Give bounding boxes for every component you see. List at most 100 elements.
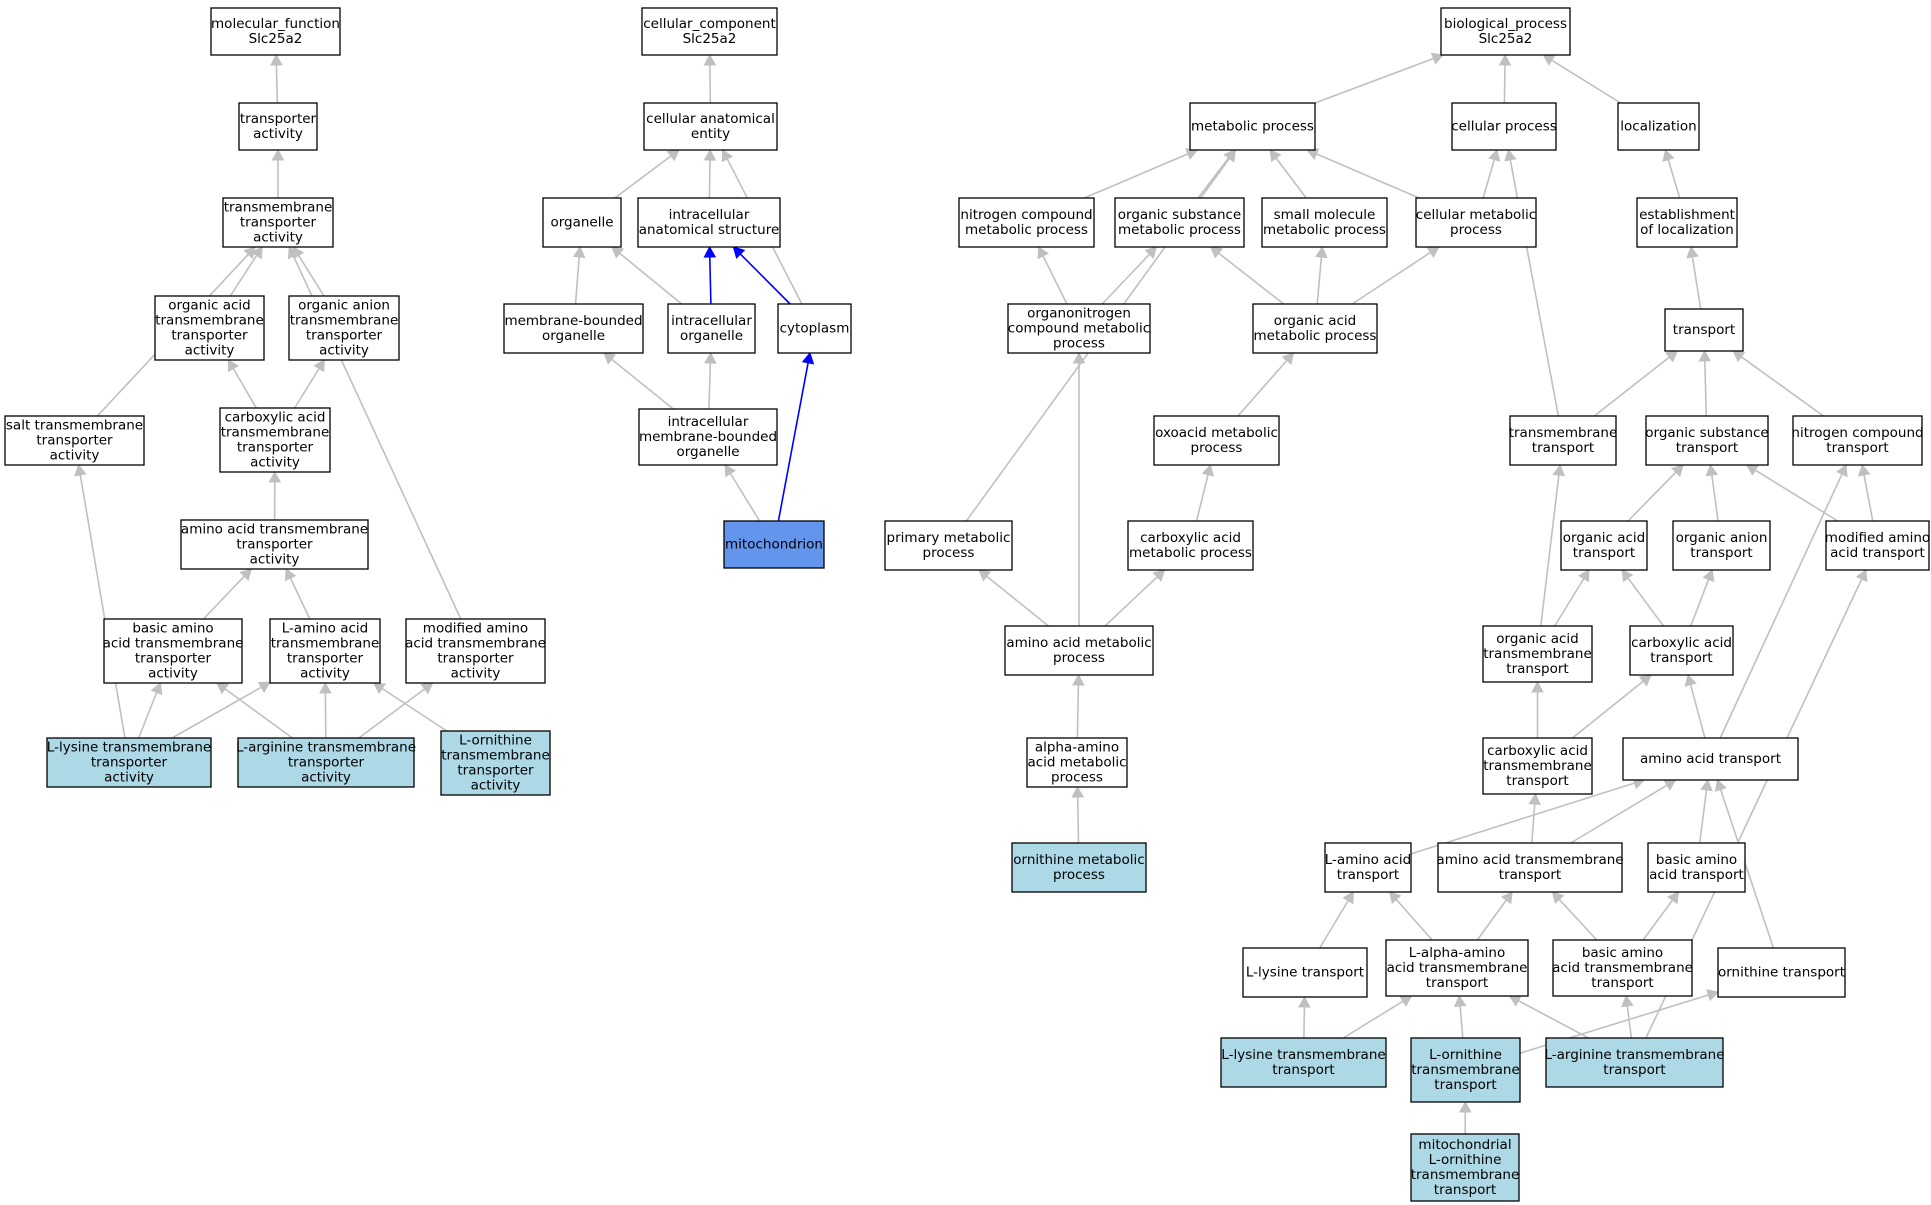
node-cc_organelle[interactable]: organelle (542, 197, 622, 248)
node-bp_loc[interactable]: localization (1617, 102, 1700, 151)
node-bp_transport[interactable]: transport (1664, 308, 1744, 352)
edge-arrowhead (704, 351, 717, 364)
node-label-line: acid transmembrane (1552, 960, 1693, 976)
node-mf_ca_tm[interactable]: carboxylic acidtransmembranetransportera… (219, 407, 331, 473)
node-box (180, 519, 369, 570)
edge-arrowhead (1281, 352, 1295, 366)
node-mf_arg[interactable]: L-arginine transmembranetransporteractiv… (236, 737, 416, 788)
edge-bp_lystm-to-bp_lyst (1298, 995, 1311, 1039)
node-bp_aat[interactable]: amino acid transport (1622, 737, 1799, 781)
edge-arrowhead (1552, 463, 1566, 477)
node-cc_mito[interactable]: mitochondrion (723, 520, 825, 569)
edge-arrowhead (1500, 891, 1513, 905)
node-label-line: organic substance (1645, 425, 1768, 441)
node-label-line: compound metabolic (1008, 321, 1150, 337)
edge-arrowhead (1700, 778, 1713, 792)
node-cc_cyto[interactable]: cytoplasm (777, 303, 852, 354)
edge-mf_lys-to-mf_salt_tm (74, 463, 126, 739)
node-label-line: metabolic process (965, 222, 1088, 238)
edge-arrowhead (1342, 891, 1354, 905)
node-label-line: activity (50, 448, 100, 464)
node-bp_mito_orn[interactable]: mitochondrialL-ornithinetransmembranetra… (1410, 1133, 1520, 1202)
node-mf_lys[interactable]: L-lysine transmembranetransporteractivit… (46, 737, 212, 788)
edge-bp_metab-to-bp_root (1314, 52, 1444, 104)
node-mf_laa[interactable]: L-amino acidtransmembranetransporteracti… (269, 618, 381, 684)
edge-arrowhead (1857, 463, 1871, 477)
node-box (1415, 197, 1537, 248)
edge-line (1482, 159, 1496, 199)
node-mf_oan_tm[interactable]: organic aniontransmembranetransporteract… (288, 295, 400, 361)
node-label-line: L-lysine transport (1246, 965, 1364, 981)
edge-arrowhead (257, 681, 271, 693)
edge-arrowhead (1638, 674, 1652, 687)
edge-arrowhead (1528, 792, 1542, 805)
edge-bp_ost-to-bp_transport (1698, 349, 1712, 417)
node-mf_oa_tm[interactable]: organic acidtransmembranetransporteracti… (154, 295, 265, 361)
node-label-line: transporter (171, 328, 248, 344)
edge-line (202, 575, 245, 620)
edge-bp_cat-to-bp_oat (1621, 569, 1665, 627)
edge-arrowhead (1698, 349, 1712, 362)
node-mf_orn[interactable]: L-ornithinetransmembranetransporteractiv… (440, 730, 551, 796)
edge-arrowhead (216, 682, 230, 695)
node-bp_lyst[interactable]: L-lysine transport (1242, 947, 1368, 998)
edge-arrowhead (1667, 891, 1680, 905)
node-box (503, 303, 644, 354)
edge-line (1642, 899, 1674, 941)
node-bp_cell[interactable]: cellular process (1451, 102, 1557, 151)
node-label-line: ornithine metabolic (1013, 852, 1144, 868)
node-label-line: transmembrane (221, 425, 330, 441)
edge-bp_aaam-to-bp_aam (1072, 673, 1085, 739)
edge-arrowhead (703, 53, 717, 66)
edge-arrowhead (721, 149, 734, 163)
node-bp_ornt[interactable]: ornithine transport (1717, 947, 1846, 998)
node-label-line: acid transmembrane (405, 636, 546, 652)
node-mf_aa_tm[interactable]: amino acid transmembranetransporteractiv… (180, 519, 369, 570)
node-bp_metab[interactable]: metabolic process (1189, 102, 1316, 151)
edge-bp_aatm-to-bp_catm (1528, 792, 1542, 844)
